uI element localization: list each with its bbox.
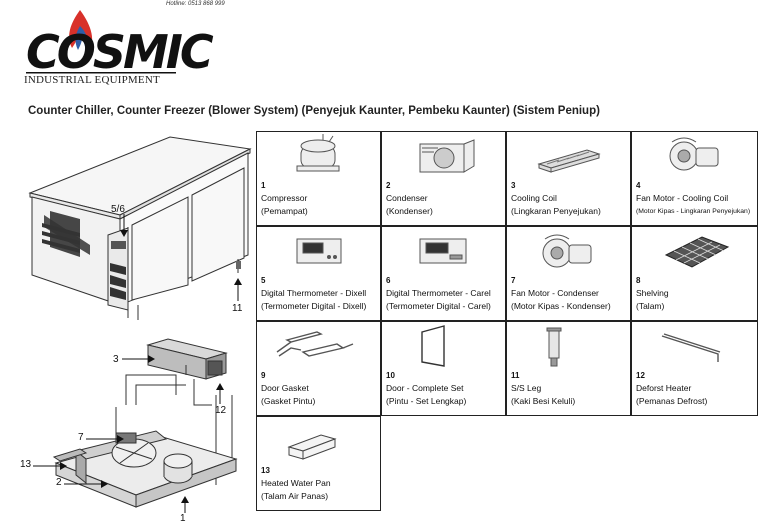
- part-number: 5: [261, 276, 266, 285]
- brand-tagline: INDUSTRIAL EQUIPMENT: [24, 74, 160, 86]
- cosmic-logo: COSMIC: [26, 10, 217, 79]
- callout-7-arrow: [86, 435, 124, 443]
- part-name-malay: (Talam Air Panas): [261, 491, 329, 501]
- callout-7: 7: [78, 432, 84, 443]
- part-name-malay: (Pemanas Defrost): [636, 396, 708, 406]
- part-card: 6 Digital Thermometer - Carel (Termomete…: [381, 226, 506, 321]
- part-name: Door Gasket: [261, 383, 309, 393]
- hotline-text: Hotline: 0513 868 999: [166, 1, 225, 7]
- leg-icon: [546, 327, 562, 367]
- callout-11: 11: [232, 303, 243, 314]
- part-number: 13: [261, 466, 270, 475]
- part-card: 8 Shelving (Talam): [631, 226, 758, 321]
- part-card: 5 Digital Thermometer - Dixell (Termomet…: [256, 226, 381, 321]
- thermometer-dixell-icon: [296, 238, 342, 264]
- part-number: 7: [511, 276, 516, 285]
- counter-chiller-illustration: [28, 136, 252, 320]
- part-name-malay: (Kaki Besi Keluli): [511, 396, 576, 406]
- part-name-malay: (Talam): [636, 301, 665, 311]
- callout-12-arrow: [216, 383, 224, 404]
- part-name-malay: (Pintu - Set Lengkap): [386, 396, 467, 406]
- part-name: Digital Thermometer - Dixell: [261, 288, 367, 298]
- part-name: Compressor: [261, 193, 308, 203]
- door-gasket-icon: [276, 331, 354, 357]
- callout-1: 1: [180, 513, 186, 524]
- part-name: Shelving: [636, 288, 669, 298]
- part-number: 12: [636, 371, 645, 380]
- part-name-malay: (Termometer Digital - Carel): [386, 301, 491, 311]
- part-number: 11: [511, 371, 520, 380]
- part-card: 12 Deforst Heater (Pemanas Defrost): [631, 321, 758, 416]
- callout-2: 2: [56, 477, 62, 488]
- callout-13: 13: [20, 459, 32, 470]
- condenser-icon: [419, 139, 475, 173]
- part-number: 8: [636, 276, 641, 285]
- callout-5-6-arrow: [120, 214, 128, 237]
- callout-3: 3: [113, 354, 119, 365]
- callout-2-arrow: [64, 480, 108, 488]
- part-number: 2: [386, 181, 391, 190]
- part-card: 9 Door Gasket (Gasket Pintu): [256, 321, 381, 416]
- part-card: 11 S/S Leg (Kaki Besi Keluli): [506, 321, 631, 416]
- part-name-malay: (Lingkaran Penyejukan): [511, 206, 601, 216]
- part-card: 4 Fan Motor - Cooling Coil (Motor Kipas …: [631, 131, 758, 226]
- part-number: 1: [261, 181, 266, 190]
- door-panel-icon: [421, 325, 445, 367]
- part-card: 13 Heated Water Pan (Talam Air Panas): [256, 416, 381, 511]
- part-name-malay: (Motor Kipas - Lingkaran Penyejukan): [636, 208, 751, 215]
- cooling-coil-icon: [537, 149, 601, 173]
- part-name-malay: (Termometer Digital - Dixell): [261, 301, 367, 311]
- part-name: Condenser: [386, 193, 428, 203]
- part-name: Deforst Heater: [636, 383, 692, 393]
- callout-13-arrow: [33, 462, 67, 470]
- page-title: Counter Chiller, Counter Freezer (Blower…: [28, 105, 600, 117]
- part-name: Fan Motor - Condenser: [511, 288, 599, 298]
- part-card: 10 Door - Complete Set (Pintu - Set Leng…: [381, 321, 506, 416]
- part-name: Heated Water Pan: [261, 478, 331, 488]
- part-number: 6: [386, 276, 391, 285]
- part-number: 4: [636, 181, 641, 190]
- water-pan-icon: [287, 434, 337, 460]
- part-name-malay: (Gasket Pintu): [261, 396, 316, 406]
- shelving-icon: [664, 236, 730, 268]
- part-number: 10: [386, 371, 395, 380]
- parts-grid: 1 Compressor (Pemampat) 2 Condenser (Kon…: [256, 131, 758, 511]
- part-card: 7 Fan Motor - Condenser (Motor Kipas - K…: [506, 226, 631, 321]
- thermometer-carel-icon: [419, 238, 467, 264]
- fan-motor-icon: [669, 137, 719, 171]
- part-name-malay: (Kondenser): [386, 206, 433, 216]
- callout-11-arrow: [234, 278, 242, 301]
- part-name: Door - Complete Set: [386, 383, 464, 393]
- brand-wordmark: COSMIC: [26, 25, 214, 79]
- part-name: Fan Motor - Cooling Coil: [636, 193, 729, 203]
- part-number: 3: [511, 181, 516, 190]
- part-name-malay: (Motor Kipas - Kondenser): [511, 301, 611, 311]
- part-name: Cooling Coil: [511, 193, 557, 203]
- part-name-malay: (Pemampat): [261, 206, 308, 216]
- part-card: 3 Cooling Coil (Lingkaran Penyejukan): [506, 131, 631, 226]
- compressor-icon: [296, 134, 340, 172]
- callout-1-arrow: [181, 496, 189, 513]
- part-number: 9: [261, 371, 266, 380]
- part-card: 2 Condenser (Kondenser): [381, 131, 506, 226]
- callout-3-arrow: [122, 355, 155, 363]
- heater-icon: [661, 333, 721, 362]
- part-name: S/S Leg: [511, 383, 542, 393]
- fan-motor-icon: [542, 234, 592, 268]
- part-name: Digital Thermometer - Carel: [386, 288, 491, 298]
- callout-5-6: 5/6: [111, 204, 125, 215]
- callout-12: 12: [215, 405, 227, 416]
- part-card: 1 Compressor (Pemampat): [256, 131, 381, 226]
